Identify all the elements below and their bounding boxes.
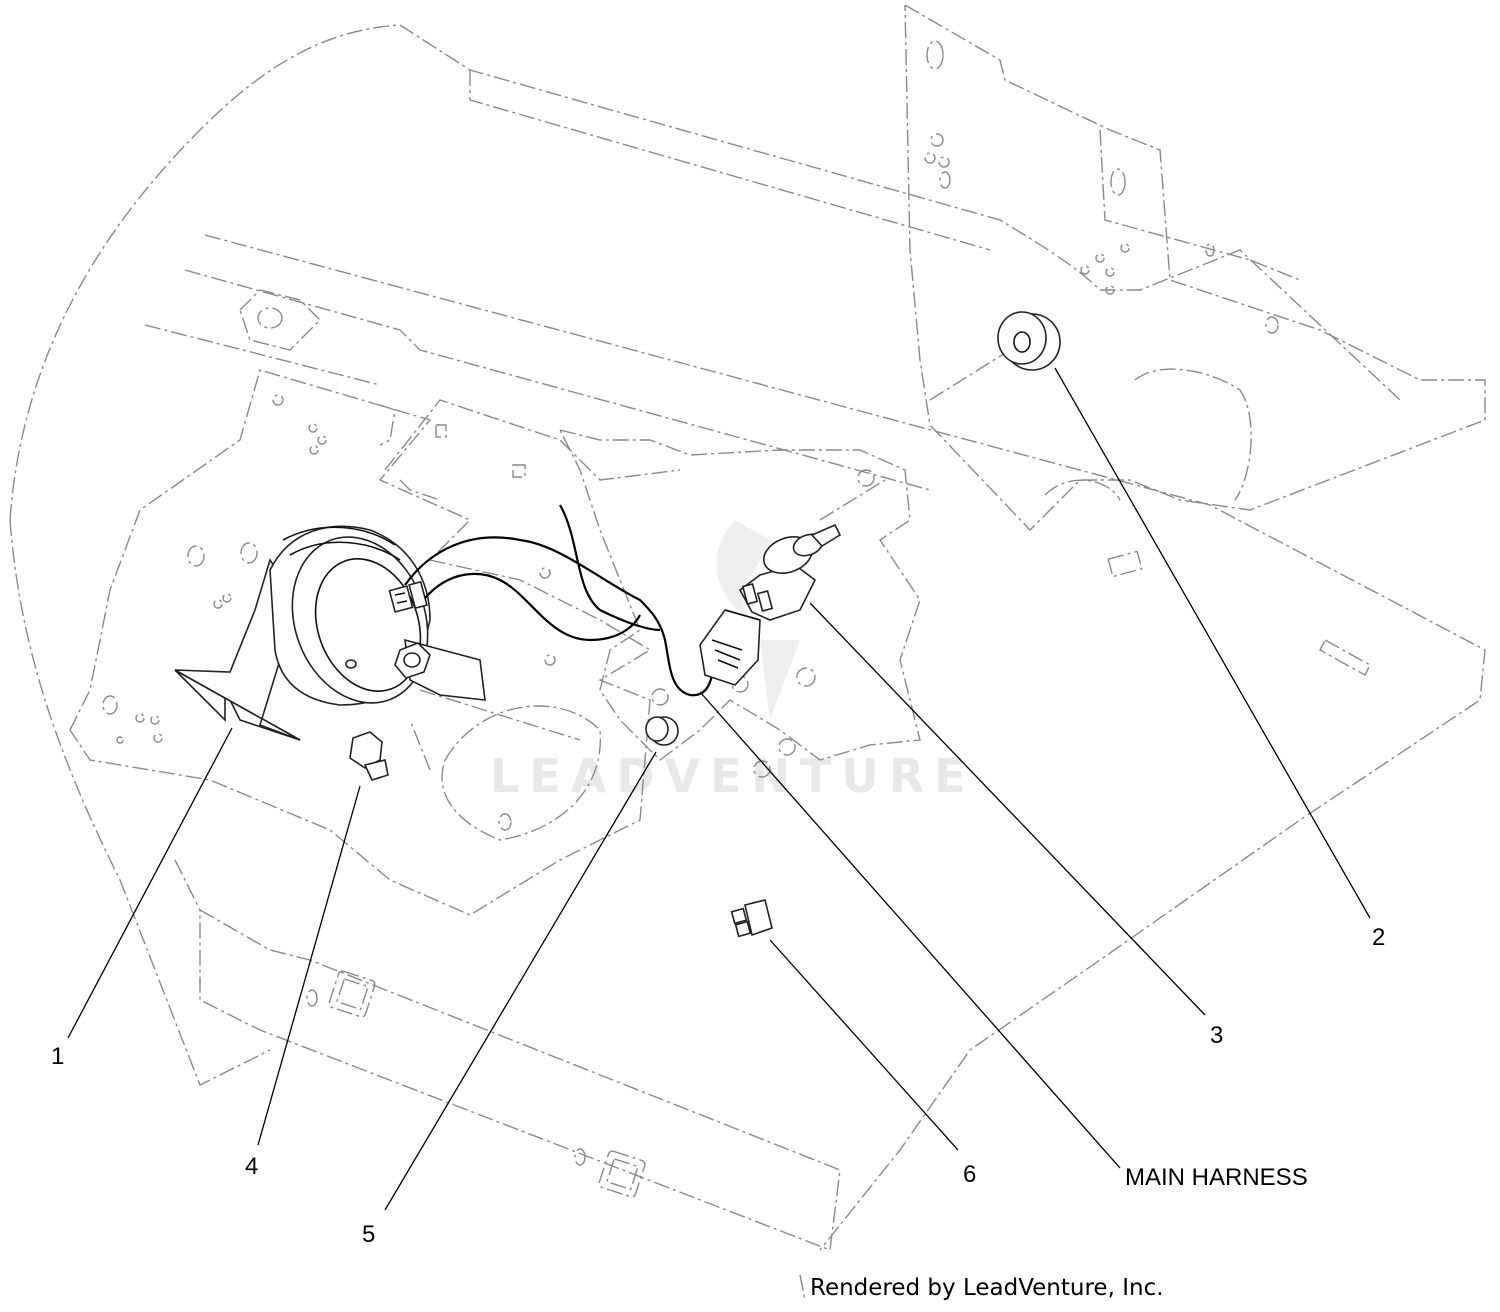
bolt-part-4 xyxy=(349,731,389,781)
callout-3: 3 xyxy=(1210,1022,1223,1049)
callout-5: 5 xyxy=(362,1221,375,1248)
callout-1: 1 xyxy=(51,1043,64,1070)
callout-main-harness: MAIN HARNESS xyxy=(1125,1164,1308,1191)
callout-2: 2 xyxy=(1372,924,1385,951)
grommet-part-2 xyxy=(997,311,1061,371)
leader-lines xyxy=(67,367,1371,1211)
fuse-part-6 xyxy=(730,899,773,938)
horn-wires xyxy=(404,504,714,697)
watermark: LEADVENTURE xyxy=(490,520,976,803)
callout-labels: 1 2 3 4 5 6 MAIN HARNESS xyxy=(51,924,1385,1248)
callout-4: 4 xyxy=(245,1153,258,1180)
watermark-text: LEADVENTURE xyxy=(490,749,976,803)
callout-6: 6 xyxy=(963,1161,976,1188)
main-harness-connector xyxy=(699,609,761,686)
rendered-by-footer: Rendered by LeadVenture, Inc. xyxy=(810,1275,1164,1301)
phantom-frame xyxy=(9,4,1486,1301)
nut-part-5 xyxy=(645,716,679,746)
horn-part-1 xyxy=(174,525,486,741)
switch-part-3 xyxy=(738,523,842,621)
